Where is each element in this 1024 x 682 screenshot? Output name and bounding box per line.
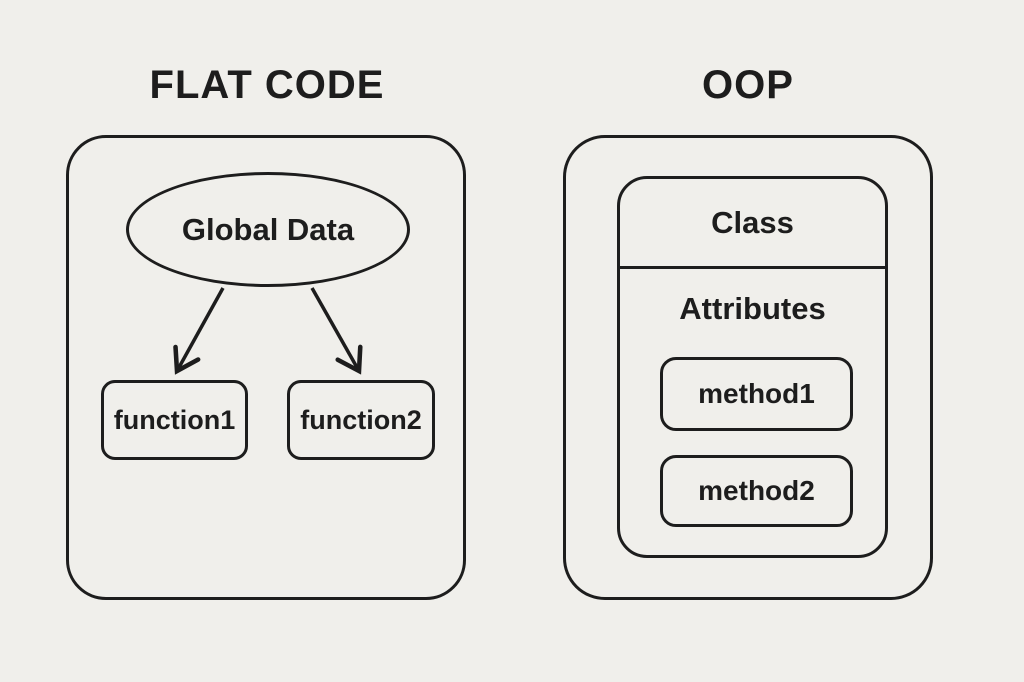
function2-box: function2 (287, 380, 435, 460)
function1-label: function1 (113, 404, 236, 435)
global-data-label: Global Data (181, 211, 355, 247)
oop-title: OOP (702, 63, 794, 107)
class-header: Class (620, 179, 885, 269)
function2-label: function2 (300, 404, 422, 435)
flat-code-container (66, 135, 466, 600)
attributes-section: Attributes (620, 271, 885, 347)
method1-box: method1 (660, 357, 853, 431)
oop-container (563, 135, 933, 600)
function1-box: function1 (101, 380, 248, 460)
attributes-label: Attributes (679, 291, 826, 326)
method1-label: method1 (698, 378, 815, 409)
method2-label: method2 (698, 475, 815, 506)
class-label: Class (711, 204, 794, 240)
flat-code-title: FLAT CODE (149, 63, 385, 107)
method2-box: method2 (660, 455, 853, 527)
global-data-ellipse: Global Data (126, 172, 410, 287)
class-box: Class Attributes method1 method2 (617, 176, 888, 558)
